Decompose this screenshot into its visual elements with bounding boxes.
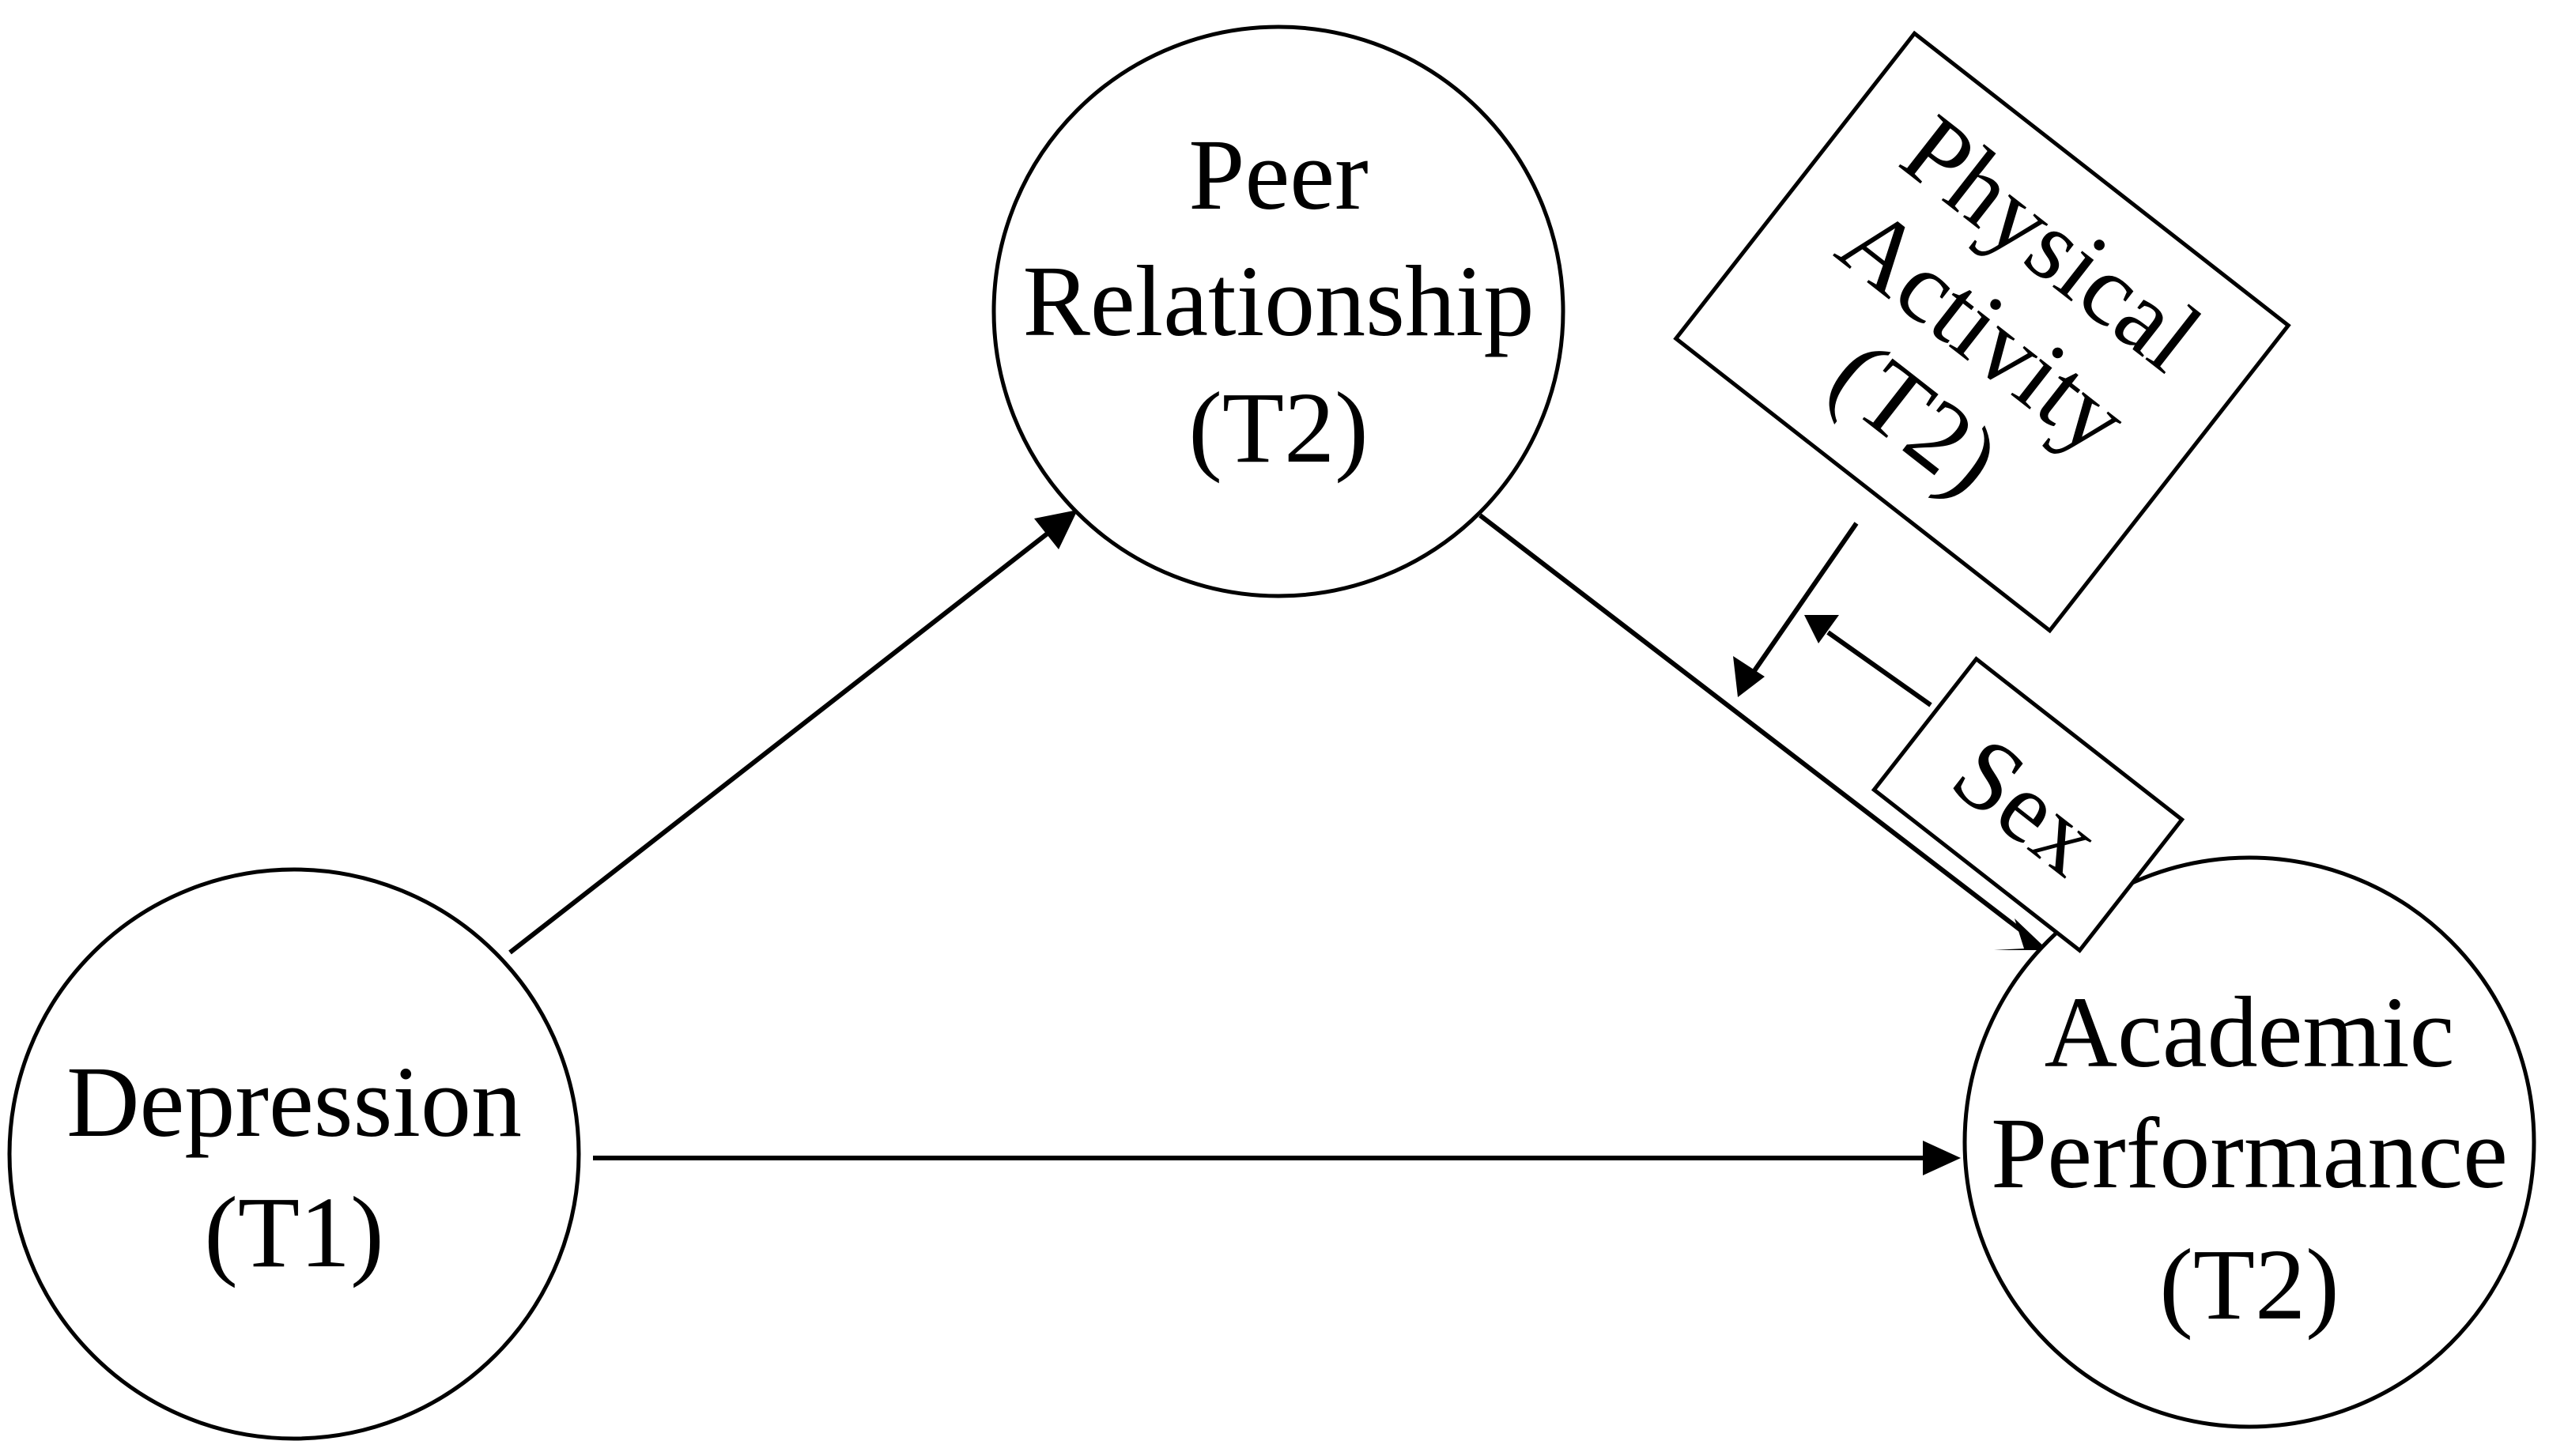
- edge-sex-moderation: [1804, 615, 1932, 707]
- edge-activity-moderation: [1733, 522, 1859, 697]
- node-academic-line-1: Academic: [2045, 976, 2455, 1088]
- edge-peer-to-academic: [1478, 513, 2048, 950]
- node-peer-line-2: Relationship: [1022, 245, 1534, 357]
- node-peer-line-1: Peer: [1188, 119, 1368, 231]
- edge-depression-to-academic: [593, 1141, 1961, 1175]
- node-sex: Sex: [1871, 656, 2185, 953]
- node-academic-performance: Academic Performance (T2): [1962, 855, 2536, 1429]
- node-depression-line-2: (T1): [204, 1176, 383, 1288]
- node-peer-relationship: Peer Relationship (T2): [991, 25, 1565, 598]
- node-academic-line-2: Performance: [1991, 1097, 2508, 1209]
- node-depression-line-1: Depression: [66, 1046, 522, 1158]
- node-depression: Depression (T1): [7, 867, 581, 1441]
- edge-depression-to-peer: [508, 510, 1078, 955]
- node-academic-line-3: (T2): [2159, 1228, 2339, 1341]
- node-physical-activity: Physical Activity (T2): [1673, 30, 2291, 634]
- node-peer-line-3: (T2): [1188, 372, 1368, 484]
